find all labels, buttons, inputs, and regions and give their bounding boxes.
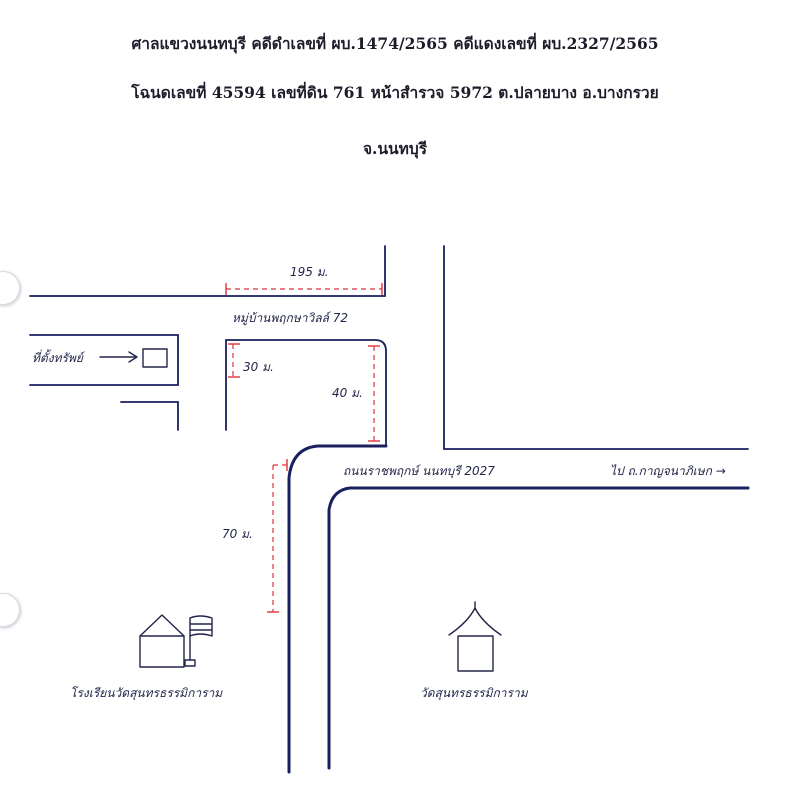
title-province: จ.นนทบุรี bbox=[362, 139, 428, 158]
label-main-road: ถนนราชพฤกษ์ นนทบุรี 2027 bbox=[343, 464, 495, 479]
label-dim-195: 195 ม. bbox=[290, 265, 328, 279]
property-road-frame bbox=[29, 334, 179, 386]
temple-building-icon bbox=[457, 635, 494, 672]
label-dim-30: 30 ม. bbox=[243, 360, 274, 374]
arrow-right-icon bbox=[128, 351, 138, 363]
label-dim-40: 40 ม. bbox=[332, 386, 363, 400]
side-soi bbox=[120, 401, 179, 431]
village-top-edge bbox=[225, 339, 387, 447]
label-school: โรงเรียนวัดสุนทรธรรมิการาม bbox=[70, 686, 223, 701]
title-court-case: ศาลแขวงนนทบุรี คดีดำเลขที่ ผบ.1474/2565 … bbox=[131, 34, 659, 53]
label-direction: ไป ถ.กาญจนาภิเษก → bbox=[610, 464, 726, 478]
flag-base bbox=[184, 659, 196, 667]
punch-hole-top bbox=[0, 271, 20, 305]
label-dim-70: 70 ม. bbox=[222, 527, 253, 541]
label-village: หมู่บ้านพฤกษาวิลล์ 72 bbox=[232, 311, 348, 326]
school-building-icon bbox=[139, 614, 185, 668]
temple-roof-icon bbox=[448, 607, 502, 636]
road-corner-left bbox=[287, 444, 388, 774]
punch-hole-bottom bbox=[0, 593, 20, 627]
property-building bbox=[142, 348, 168, 368]
label-temple: วัดสุนทรธรรมิการาม bbox=[420, 686, 529, 701]
flag-icon bbox=[189, 615, 213, 637]
road-corner-right bbox=[327, 486, 750, 770]
label-property: ที่ตั้งทรัพย์ bbox=[32, 349, 86, 365]
title-deed-info: โฉนดเลขที่ 45594 เลขที่ดิน 761 หน้าสำรวจ… bbox=[131, 83, 659, 102]
